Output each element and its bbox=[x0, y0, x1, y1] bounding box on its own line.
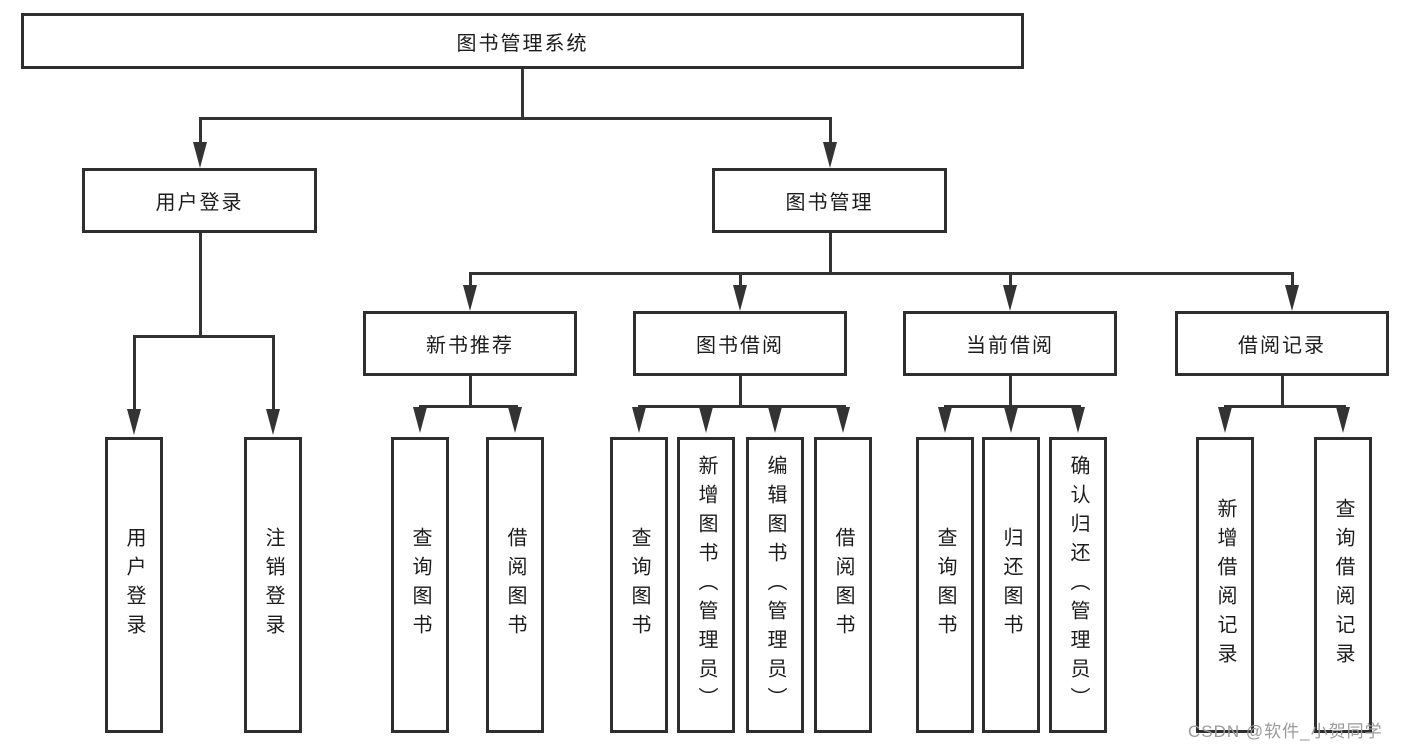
node-leaf-records-add: 新增借阅记录 bbox=[1196, 437, 1254, 733]
connector-line bbox=[199, 233, 202, 337]
node-book-borrow-label: 图书借阅 bbox=[696, 335, 784, 357]
arrow-down-icon bbox=[266, 409, 280, 435]
connector-line bbox=[739, 376, 742, 408]
node-leaf-newbook-query: 查询图书 bbox=[391, 437, 449, 733]
node-book-borrow: 图书借阅 bbox=[633, 311, 847, 376]
arrow-down-icon bbox=[127, 409, 141, 435]
node-current-borrow: 当前借阅 bbox=[903, 311, 1117, 376]
node-leaf-borrow-query-label: 查询图书 bbox=[628, 527, 650, 643]
connector-line bbox=[1224, 405, 1346, 408]
node-current-borrow-label: 当前借阅 bbox=[966, 335, 1054, 357]
node-new-book: 新书推荐 bbox=[363, 311, 577, 376]
node-leaf-borrow-borrow: 借阅图书 bbox=[814, 437, 872, 733]
node-leaf-records-query: 查询借阅记录 bbox=[1314, 437, 1372, 733]
node-leaf-records-add-label: 新增借阅记录 bbox=[1214, 498, 1236, 672]
node-leaf-current-confirm: 确认归还（管理员） bbox=[1049, 437, 1107, 733]
connector-line bbox=[829, 117, 832, 145]
arrow-down-icon bbox=[193, 142, 207, 168]
node-borrow-records-label: 借阅记录 bbox=[1238, 335, 1326, 357]
connector-line bbox=[1281, 376, 1284, 408]
arrow-down-icon bbox=[733, 285, 747, 311]
arrow-down-icon bbox=[768, 407, 782, 433]
arrow-down-icon bbox=[699, 407, 713, 433]
connector-line bbox=[199, 117, 202, 145]
connector-line bbox=[469, 272, 472, 288]
connector-line bbox=[272, 335, 275, 411]
csdn-watermark: CSDN @软件_小贺同学 bbox=[1188, 722, 1383, 741]
arrow-down-icon bbox=[413, 407, 427, 433]
connector-line bbox=[469, 272, 1294, 275]
connector-line bbox=[944, 405, 1081, 408]
node-leaf-borrow-borrow-label: 借阅图书 bbox=[832, 527, 854, 643]
arrow-down-icon bbox=[1285, 285, 1299, 311]
node-leaf-borrow-edit: 编辑图书（管理员） bbox=[746, 437, 804, 733]
connector-line bbox=[829, 233, 832, 275]
node-leaf-borrow-query: 查询图书 bbox=[610, 437, 668, 733]
arrow-down-icon bbox=[1071, 407, 1085, 433]
node-leaf-user-login: 用户登录 bbox=[105, 437, 163, 733]
connector-line bbox=[1009, 272, 1012, 288]
node-leaf-borrow-edit-label: 编辑图书（管理员） bbox=[764, 454, 786, 716]
node-leaf-borrow-add: 新增图书（管理员） bbox=[677, 437, 735, 733]
arrow-down-icon bbox=[508, 407, 522, 433]
connector-line bbox=[199, 117, 832, 120]
connector-line bbox=[469, 376, 472, 408]
connector-line bbox=[133, 335, 275, 338]
node-book-mgmt-label: 图书管理 bbox=[785, 192, 874, 214]
node-leaf-user-login-label: 用户登录 bbox=[123, 527, 145, 643]
node-book-mgmt: 图书管理 bbox=[712, 168, 947, 233]
arrow-down-icon bbox=[1218, 407, 1232, 433]
node-new-book-label: 新书推荐 bbox=[426, 335, 514, 357]
node-leaf-logout-label: 注销登录 bbox=[262, 527, 284, 643]
node-leaf-current-query: 查询图书 bbox=[916, 437, 974, 733]
arrow-down-icon bbox=[632, 407, 646, 433]
arrow-down-icon bbox=[1003, 285, 1017, 311]
node-leaf-logout: 注销登录 bbox=[244, 437, 302, 733]
node-root-label: 图书管理系统 bbox=[456, 32, 589, 55]
node-user-login-label: 用户登录 bbox=[155, 192, 244, 214]
connector-line bbox=[1009, 376, 1012, 408]
connector-line bbox=[419, 405, 518, 408]
node-leaf-current-query-label: 查询图书 bbox=[934, 527, 956, 643]
node-borrow-records: 借阅记录 bbox=[1175, 311, 1389, 376]
arrow-down-icon bbox=[1004, 407, 1018, 433]
node-user-login: 用户登录 bbox=[82, 168, 317, 233]
node-leaf-current-confirm-label: 确认归还（管理员） bbox=[1067, 454, 1089, 716]
arrow-down-icon bbox=[836, 407, 850, 433]
arrow-down-icon bbox=[823, 142, 837, 168]
node-leaf-current-return: 归还图书 bbox=[982, 437, 1040, 733]
arrow-down-icon bbox=[1336, 407, 1350, 433]
connector-line bbox=[1291, 272, 1294, 288]
node-leaf-newbook-borrow-label: 借阅图书 bbox=[504, 527, 526, 643]
node-leaf-borrow-add-label: 新增图书（管理员） bbox=[695, 454, 717, 716]
connector-line bbox=[638, 405, 846, 408]
node-leaf-records-query-label: 查询借阅记录 bbox=[1332, 498, 1354, 672]
node-leaf-current-return-label: 归还图书 bbox=[1000, 527, 1022, 643]
connector-line bbox=[739, 272, 742, 288]
connector-line bbox=[133, 335, 136, 411]
node-leaf-newbook-query-label: 查询图书 bbox=[409, 527, 431, 643]
node-root: 图书管理系统 bbox=[21, 13, 1024, 69]
arrow-down-icon bbox=[463, 285, 477, 311]
node-leaf-newbook-borrow: 借阅图书 bbox=[486, 437, 544, 733]
arrow-down-icon bbox=[938, 407, 952, 433]
connector-line bbox=[521, 69, 524, 120]
